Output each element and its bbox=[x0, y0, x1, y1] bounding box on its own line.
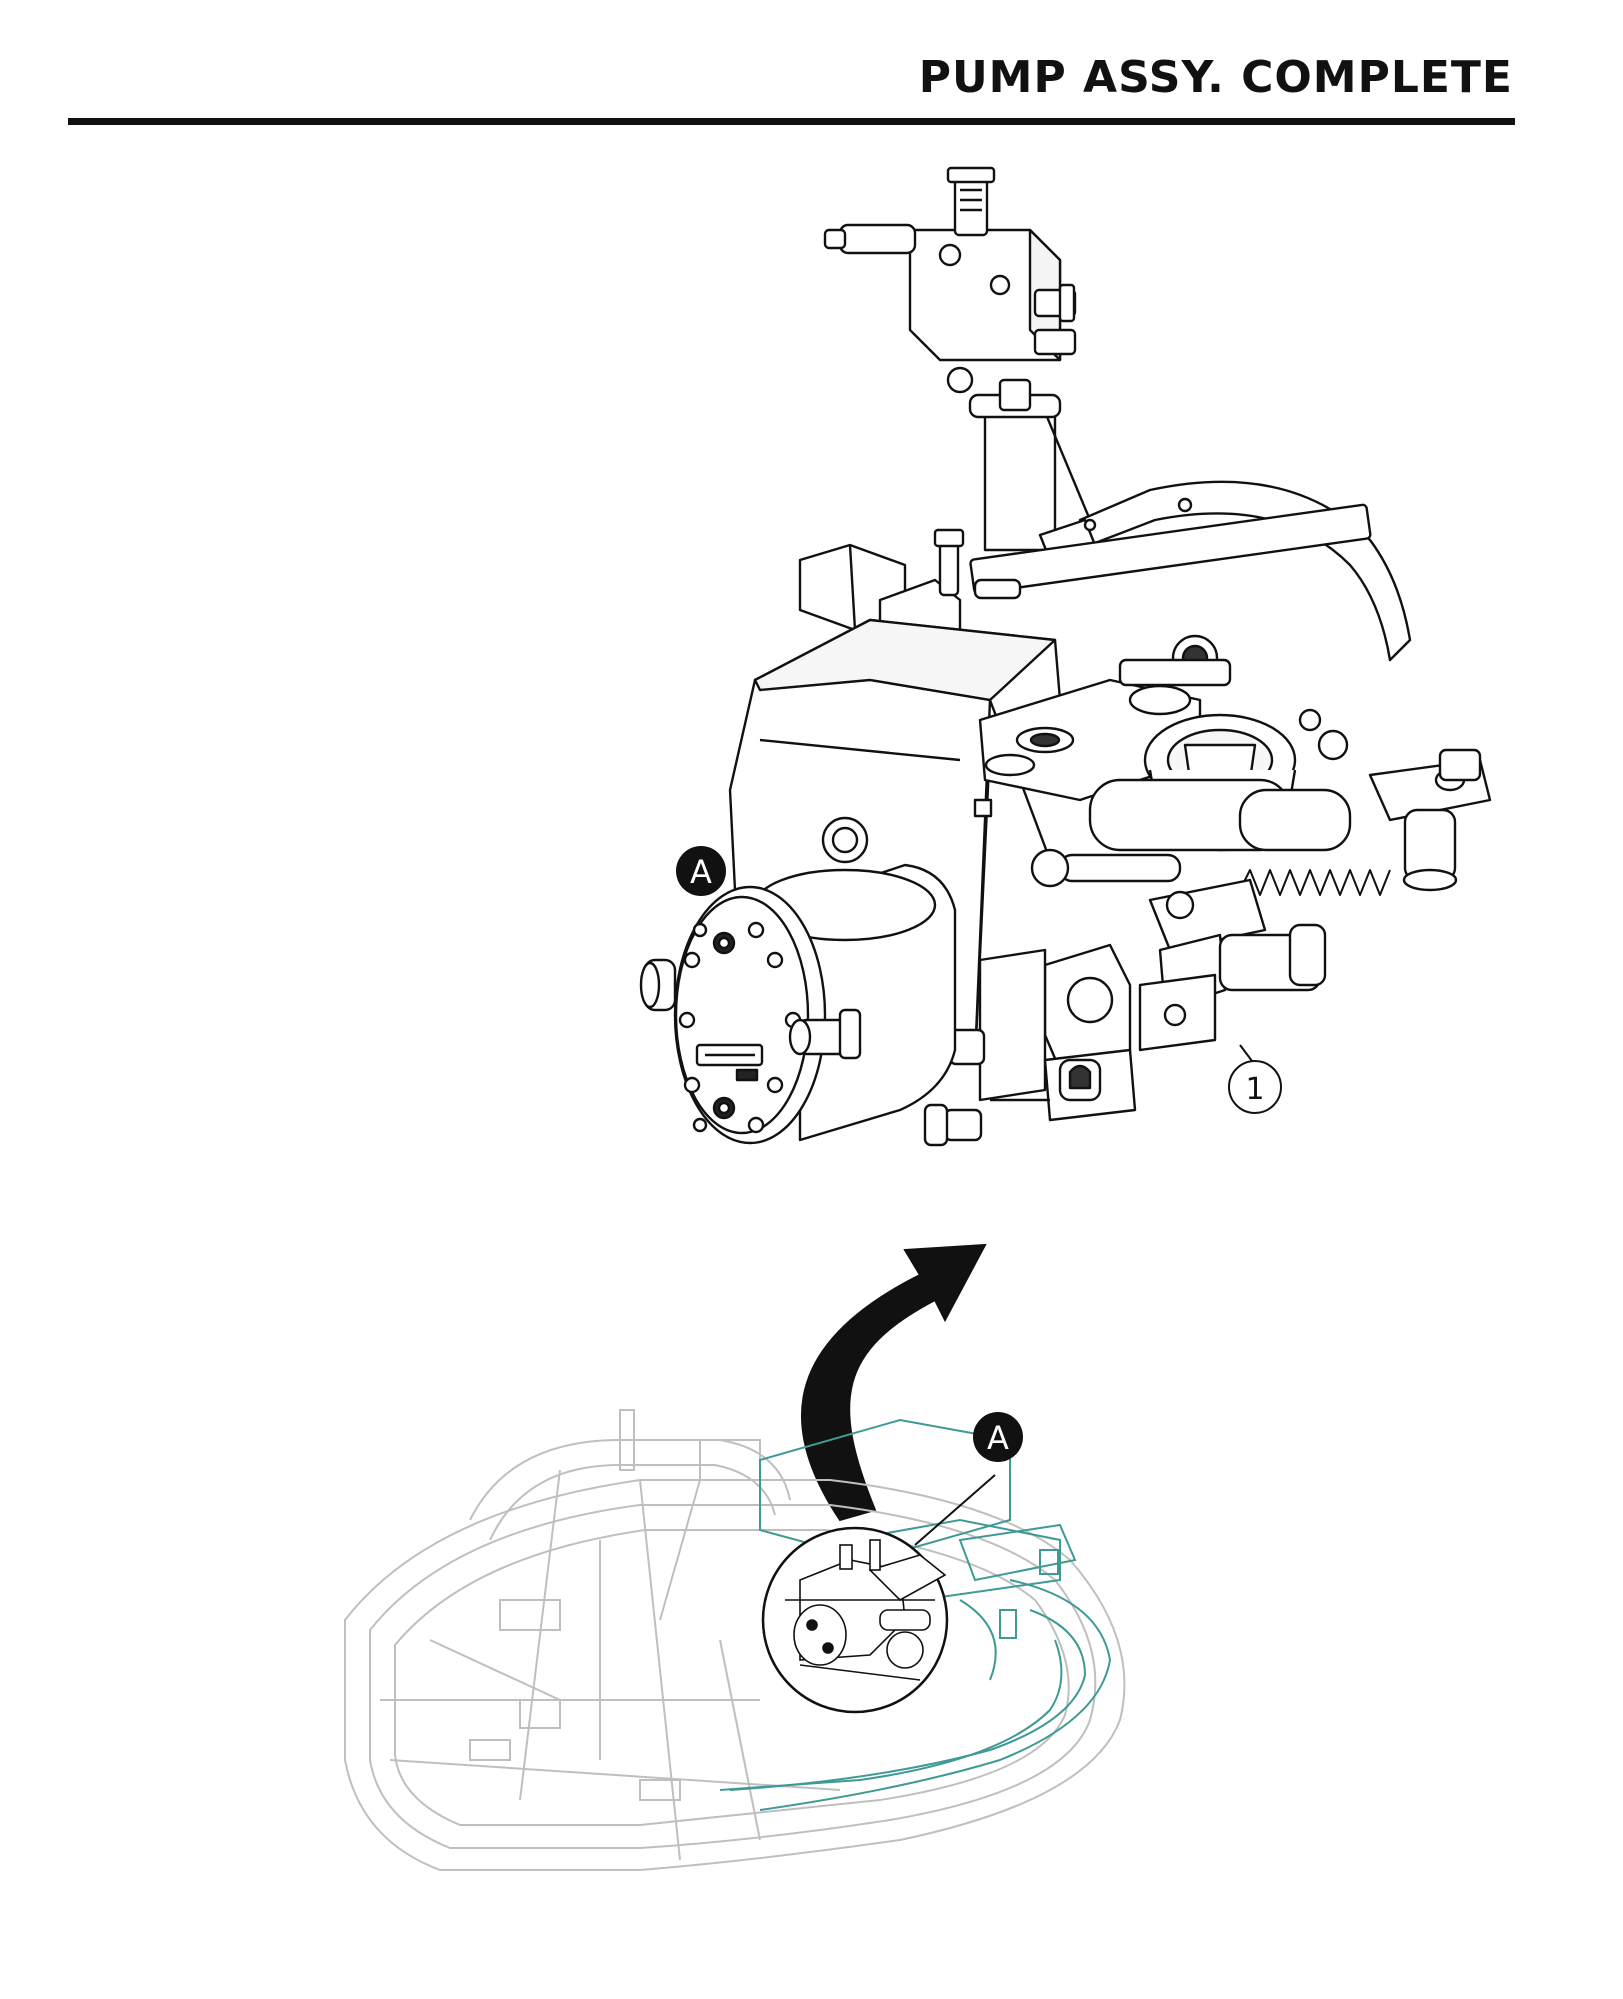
callout-part-1: 1 bbox=[1228, 1044, 1282, 1114]
locator-magnifier bbox=[761, 1474, 996, 1714]
page-title: PUMP ASSY. COMPLETE bbox=[918, 52, 1513, 103]
trowel-overview bbox=[344, 1409, 1126, 1871]
spring-actuator bbox=[1088, 708, 1492, 896]
lower-fittings bbox=[923, 943, 1137, 1147]
trowel-highlight bbox=[719, 1418, 1112, 1811]
gear-pump-head bbox=[639, 863, 957, 1145]
callout-a-detail: A bbox=[676, 846, 726, 896]
callout-part-1-label: 1 bbox=[1245, 1072, 1264, 1107]
callout-a-locator: A bbox=[973, 1412, 1023, 1462]
curved-arrow-icon bbox=[801, 1243, 987, 1522]
pump-assembly bbox=[639, 166, 1492, 1147]
callout-a-detail-label: A bbox=[690, 853, 712, 891]
callout-a-locator-label: A bbox=[987, 1419, 1009, 1457]
manifold-block bbox=[978, 634, 1232, 802]
arched-frame bbox=[969, 480, 1412, 662]
linkage-arm bbox=[1030, 848, 1327, 1052]
trowel-ghost bbox=[344, 1409, 1126, 1871]
title-rule bbox=[68, 118, 1515, 125]
valve-mast bbox=[823, 166, 1092, 552]
